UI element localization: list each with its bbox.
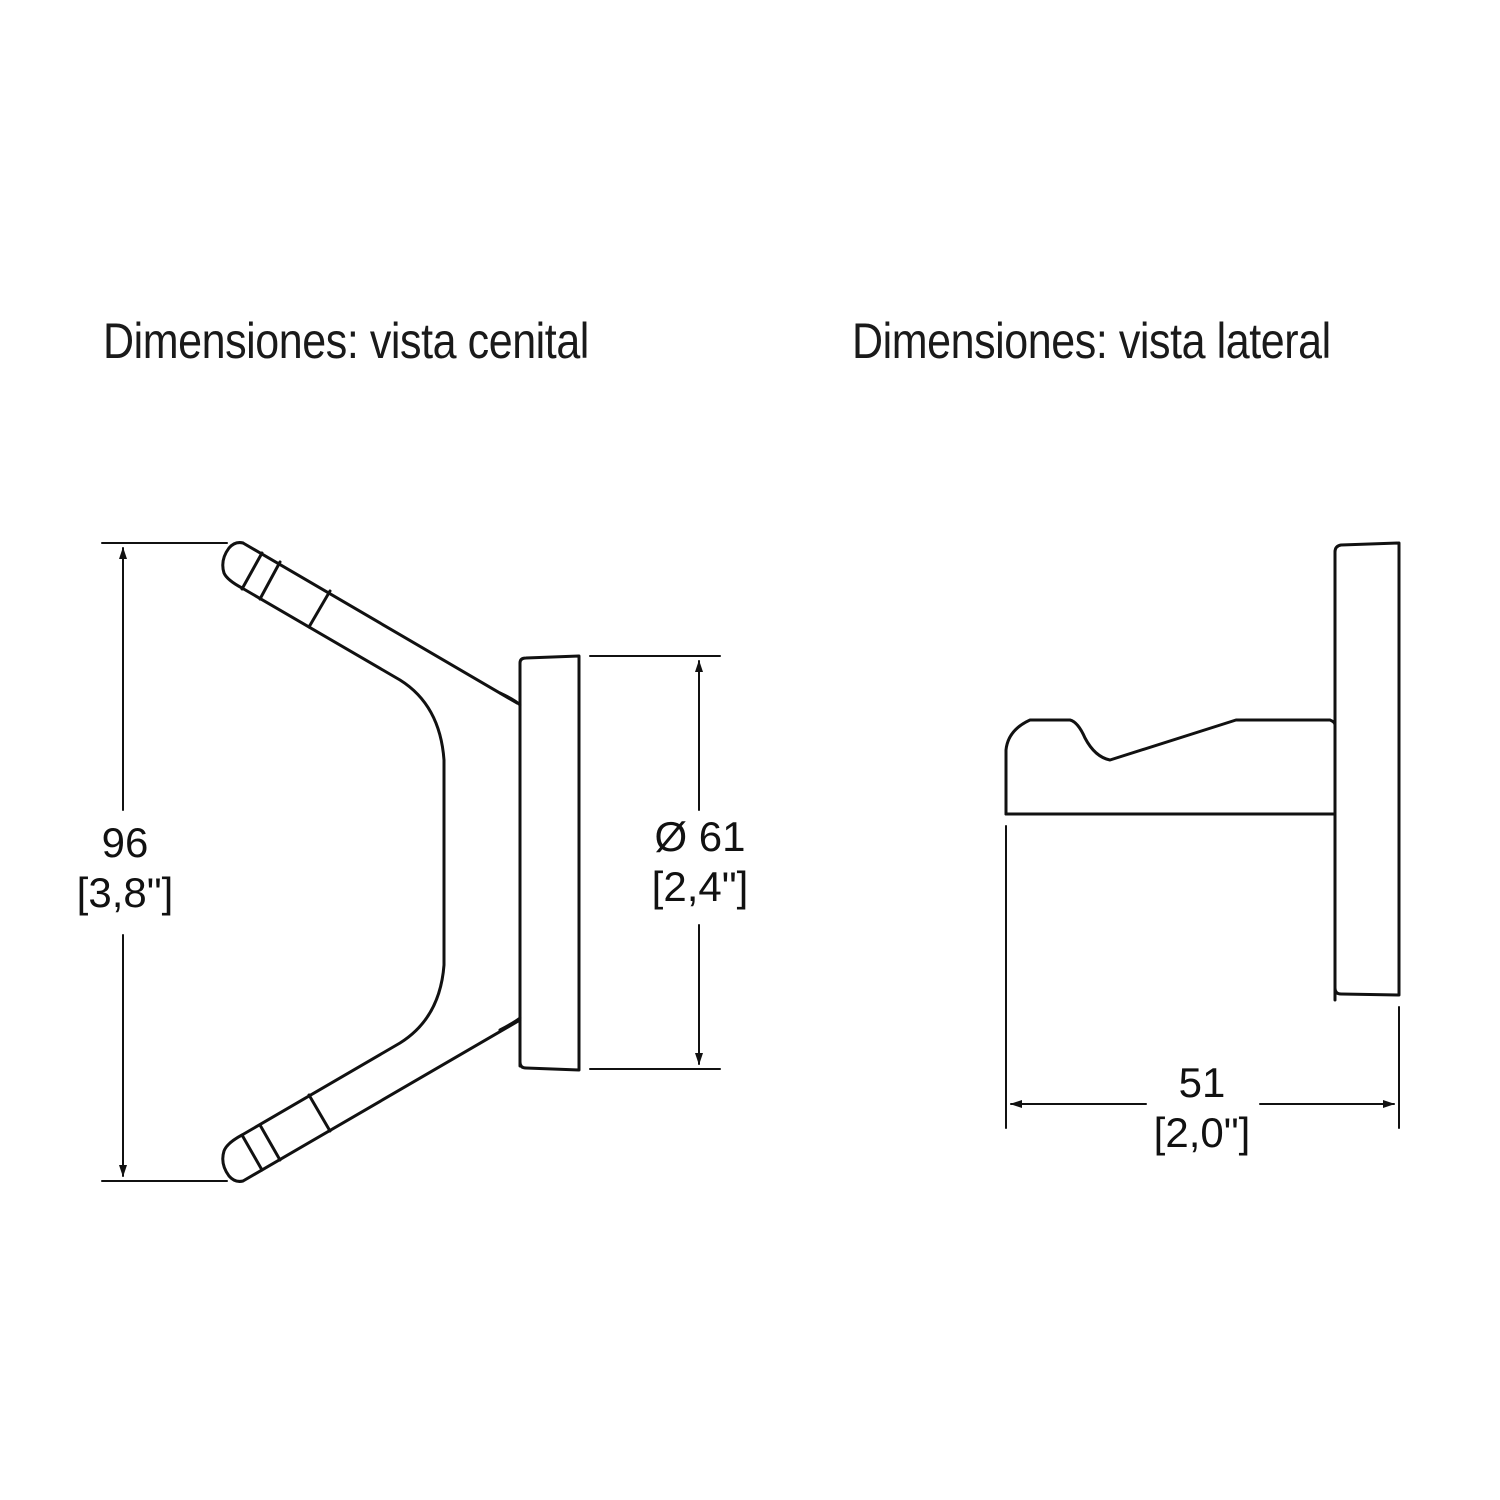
depth-inch: [2,0"]: [1153, 1109, 1251, 1156]
diameter-inch: [2,4"]: [651, 863, 749, 910]
height-dimension-label: 96 [3,8"]: [55, 818, 195, 918]
title-side-view: Dimensiones: vista lateral: [852, 313, 1331, 369]
depth-mm: 51: [1178, 1059, 1226, 1106]
side-view-hook: [1004, 541, 1401, 1129]
title-top-view: Dimensiones: vista cenital: [103, 313, 589, 369]
height-mm: 96: [101, 819, 149, 866]
height-inch: [3,8"]: [76, 869, 174, 916]
diameter-mm: Ø 61: [654, 813, 746, 860]
diameter-dimension-label: Ø 61 [2,4"]: [630, 812, 770, 912]
depth-dimension-label: 51 [2,0"]: [1132, 1058, 1272, 1158]
top-view-hook: [101, 541, 721, 1183]
